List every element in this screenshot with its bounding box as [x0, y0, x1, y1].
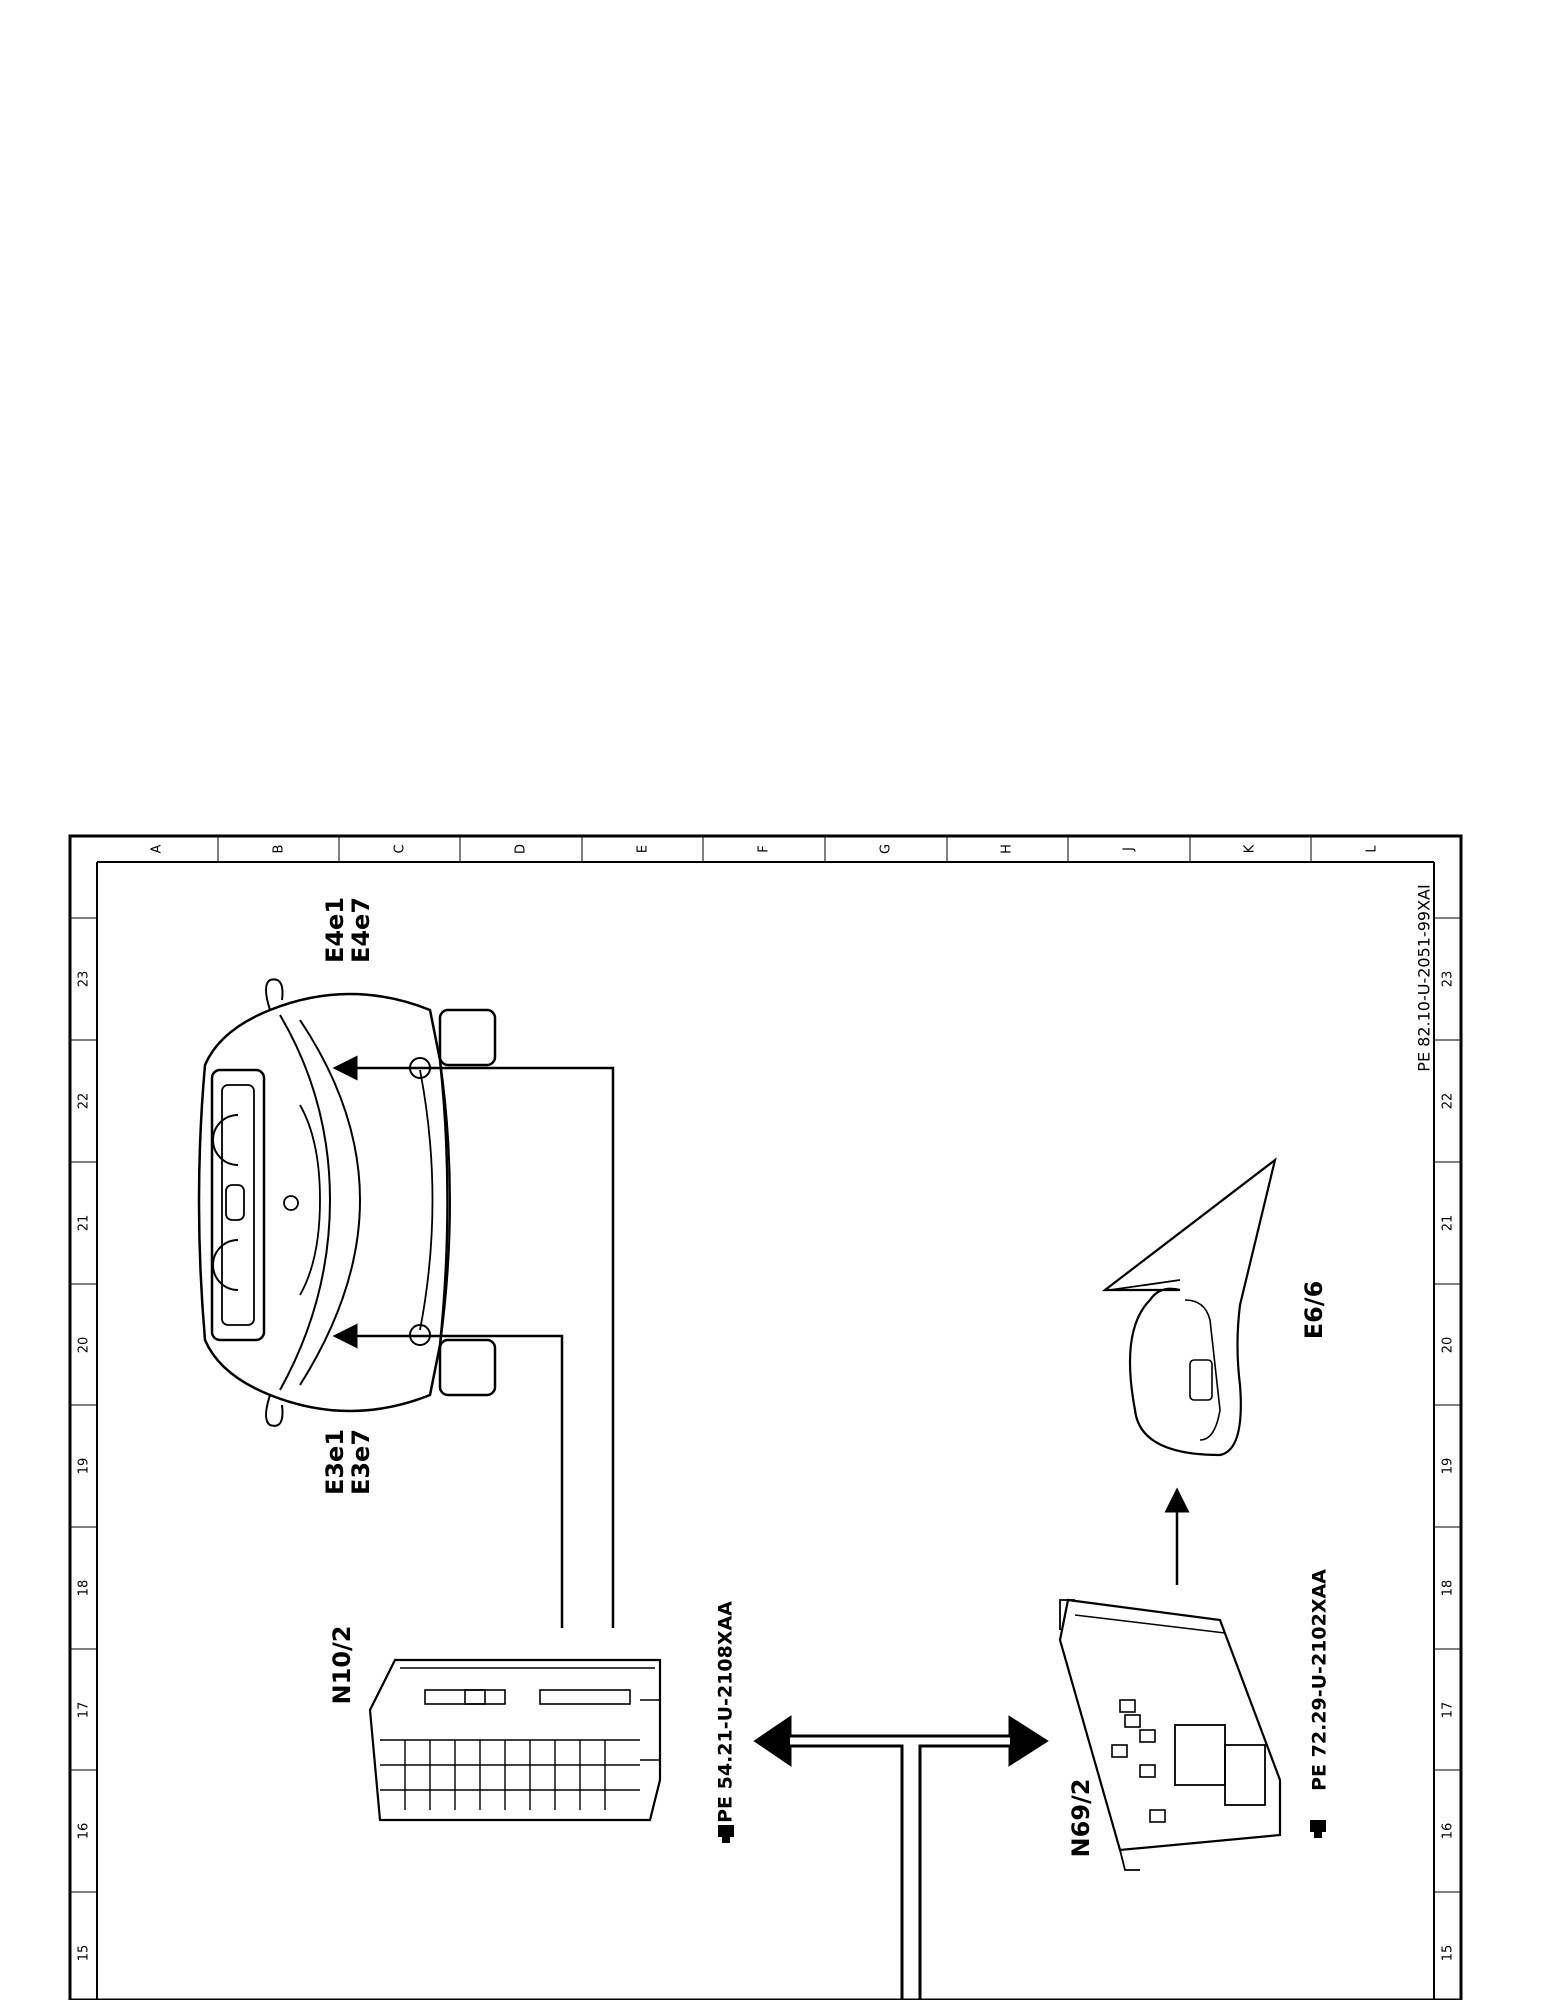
label-n10-2: N10/2 [328, 1626, 356, 1705]
row-label: 16 [1441, 1823, 1456, 1840]
row-label: 19 [77, 1458, 92, 1475]
headlamp-wires [332, 1055, 615, 1628]
pointing-hand-icon [1310, 1820, 1326, 1838]
label-n69-2: N69/2 [1067, 1779, 1095, 1858]
row-label: 18 [77, 1580, 92, 1597]
row-label: 21 [1441, 1215, 1456, 1232]
column-label: A [150, 844, 165, 853]
car-front-icon [197, 978, 497, 1427]
column-label: D [514, 844, 529, 854]
control-reference: PE 72.29-U-2102XAA [1309, 1569, 1331, 1791]
row-label: 20 [1441, 1337, 1456, 1354]
row-label: 23 [77, 971, 92, 988]
row-label: 17 [1441, 1702, 1456, 1719]
label-e3e7: E3e7 [347, 1429, 375, 1495]
label-e6-6: E6/6 [1300, 1281, 1328, 1340]
sam-module-icon [368, 1658, 662, 1822]
row-label: 18 [1441, 1580, 1456, 1597]
pointing-hand-icon [718, 1825, 734, 1843]
row-label: 20 [77, 1337, 92, 1354]
row-label: 19 [1441, 1458, 1456, 1475]
row-label: 15 [77, 1945, 92, 1962]
row-label: 22 [77, 1093, 92, 1110]
row-labels-left: 23 22 21 20 19 18 17 16 15 [77, 971, 92, 1962]
label-e4e7: E4e7 [347, 897, 375, 963]
row-label: 21 [77, 1215, 92, 1232]
mirror-icon [1101, 1157, 1277, 1457]
row-label: 22 [1441, 1093, 1456, 1110]
column-label: G [879, 844, 894, 854]
column-label: J [1122, 847, 1137, 852]
sam-reference: PE 54.21-U-2108XAA [715, 1601, 737, 1823]
label-e4e1: E4e1 [321, 897, 349, 963]
row-label: 15 [1441, 1945, 1456, 1962]
column-label: K [1243, 844, 1258, 853]
column-labels: A B C D E F G H J K L [150, 844, 1380, 854]
data-bus [753, 1715, 1049, 2000]
document-id: PE 82.10-U-2051-99XAI [1415, 884, 1434, 1071]
label-e3e1: E3e1 [321, 1429, 349, 1495]
row-label: 17 [77, 1702, 92, 1719]
column-label: L [1365, 845, 1380, 853]
column-label: C [393, 844, 408, 853]
column-label: B [272, 845, 287, 854]
column-label: F [757, 845, 772, 852]
row-label: 16 [77, 1823, 92, 1840]
row-label: 23 [1441, 971, 1456, 988]
row-labels-right: 23 22 21 20 19 18 17 16 15 [1441, 971, 1456, 1962]
column-label: H [1000, 844, 1015, 854]
control-module-icon [1058, 1598, 1282, 1871]
column-label: E [636, 845, 651, 853]
sheet-frame [68, 834, 1463, 2000]
